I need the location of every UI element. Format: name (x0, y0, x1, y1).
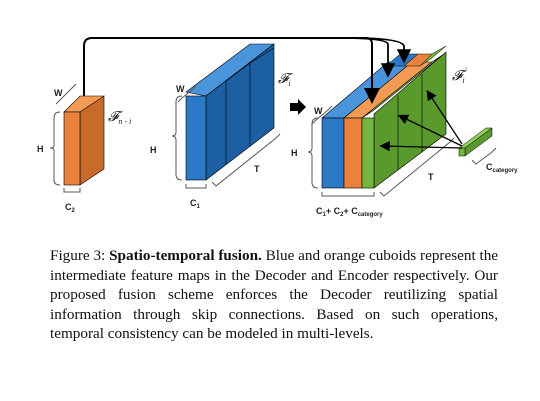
decoder-t-brace (211, 133, 281, 187)
decoder-c1-brace (185, 184, 207, 189)
encoder-c2-label: C2 (65, 202, 76, 214)
category-arrow-1 (397, 114, 463, 147)
category-label: Ccategory (486, 162, 518, 174)
decoder-c1-label: C1 (190, 198, 201, 210)
fused-front-orange (343, 117, 363, 189)
encoder-cuboid (63, 95, 105, 186)
encoder-h-brace (49, 111, 61, 186)
fused-front-green (361, 117, 375, 189)
caption-title: Spatio-temporal fusion. (109, 247, 262, 264)
fused-h-brace (307, 117, 319, 189)
encoder-w-brace (55, 83, 77, 105)
fused-w-label: W (314, 106, 323, 116)
category-brace (471, 147, 497, 165)
decoder-cuboid (185, 43, 275, 181)
fusion-arrow (290, 99, 306, 115)
fused-t-label: T (428, 172, 434, 182)
category-arrow-2 (379, 140, 463, 152)
category-cuboid (458, 127, 493, 157)
decoder-w-label: W (176, 84, 185, 94)
skip-connection-main (83, 37, 380, 104)
encoder-cuboid-side (79, 95, 105, 186)
decoder-feature-label: 𝓕i (278, 72, 293, 88)
category-arrow-3 (426, 89, 463, 145)
fused-cuboid (321, 45, 447, 189)
encoder-c2-brace (63, 188, 81, 193)
category-cuboid-front (458, 147, 466, 157)
decoder-t-label: T (254, 164, 260, 174)
encoder-w-label: W (54, 88, 63, 98)
caption-body: Blue and orange cuboids represent the in… (50, 247, 499, 343)
fusion-diagram: W H C2 𝓕n - i W H C1 T 𝓕i (37, 37, 518, 218)
decoder-cuboid-front (185, 95, 207, 181)
fused-t-brace (379, 137, 455, 197)
fused-feature-label: 𝓕i′ (452, 66, 468, 85)
fused-front-blue (321, 117, 345, 189)
caption-label: Figure 3: (50, 247, 106, 264)
decoder-h-brace (171, 95, 183, 181)
skip-connection-2 (339, 37, 396, 78)
decoder-w-brace (177, 85, 197, 103)
fused-c-sum-label: C1+ C2+ Ccategory (316, 206, 383, 218)
figure-caption: Figure 3: Spatio-temporal fusion. Blue a… (50, 246, 498, 344)
fused-back-green (419, 45, 447, 67)
encoder-cuboid-front (63, 111, 81, 186)
fused-h-label: H (291, 148, 298, 158)
skip-connection-3 (349, 37, 412, 64)
decoder-h-label: H (150, 145, 157, 155)
encoder-h-label: H (37, 144, 44, 154)
fused-w-brace (311, 105, 333, 125)
fused-c-brace (321, 192, 375, 197)
encoder-feature-label: 𝓕n - i (108, 110, 131, 126)
